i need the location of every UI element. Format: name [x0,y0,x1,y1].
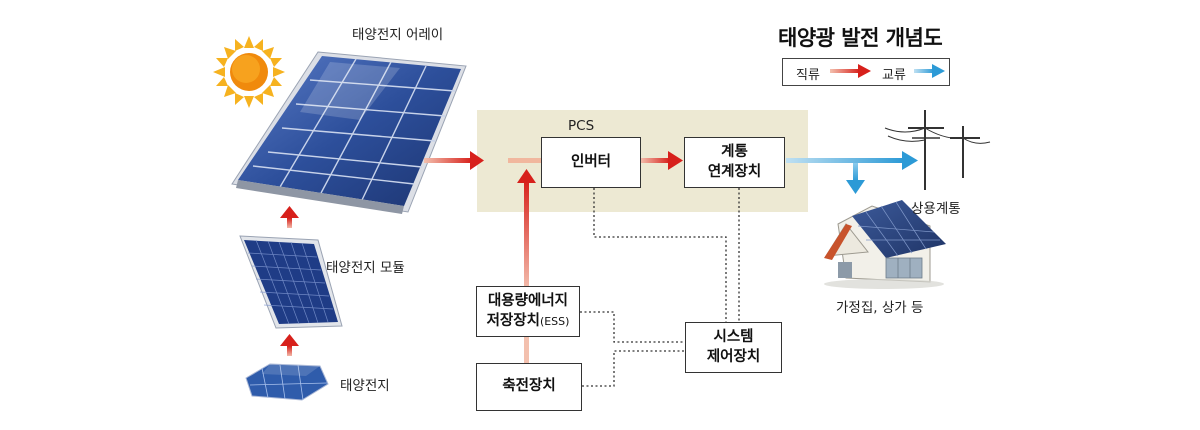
solar-cell-image [245,363,329,401]
control-label-line2: 제어장치 [706,348,761,365]
label-solar-array: 태양전지 어레이 [352,27,444,43]
grid-link-box: 계통 연계장치 [684,137,785,188]
label-solar-cell: 태양전지 [340,378,390,394]
grid-link-label-line2: 연계장치 [707,163,762,180]
dc-arrow-inverter-to-gridlink [640,151,683,170]
dc-arrow-ess-to-inverter [517,169,536,286]
legend-dc-label: 직류 [796,68,820,83]
control-signal-lines [580,188,740,387]
solar-module-image [239,235,343,329]
ac-arrow-to-homes [846,163,865,194]
dc-input-stub [508,158,542,163]
dc-arrow-array-to-pcs [424,151,484,170]
ess-label-line2: 저장장치(ESS) [487,312,570,332]
house-icon [824,200,946,289]
ess-label-line1: 대용량에너지 [487,292,569,309]
ac-arrow-to-grid [786,151,918,170]
ess-box: 대용량에너지 저장장치(ESS) [476,286,580,337]
legend-ac-label: 교류 [882,68,906,83]
label-pcs: PCS [568,118,595,134]
legend-ac-arrow-icon [914,64,945,78]
storage-label: 축전장치 [502,378,556,395]
dc-arrow-cell-to-module [280,334,299,356]
storage-box: 축전장치 [476,363,582,411]
ess-label-main: 저장장치 [486,312,540,329]
label-utility-grid: 상용계통 [911,201,961,217]
utility-pole-icon [884,110,991,190]
control-box: 시스템 제어장치 [685,322,782,373]
inverter-label: 인버터 [570,153,612,170]
diagram-title: 태양광 발전 개념도 [778,26,943,50]
label-homes: 가정집, 상가 등 [836,300,924,316]
ess-label-suffix: (ESS) [539,314,570,328]
control-label-line1: 시스템 [713,328,754,345]
grid-link-label-line1: 계통 [721,143,748,160]
dc-arrow-module-to-array [280,206,299,228]
inverter-box: 인버터 [541,137,641,188]
legend-dc-arrow-icon [830,64,871,78]
label-solar-module: 태양전지 모듈 [326,260,405,276]
solar-array-image [231,51,467,214]
dc-link-storage-to-ess [524,337,529,363]
sun-icon [213,36,285,108]
